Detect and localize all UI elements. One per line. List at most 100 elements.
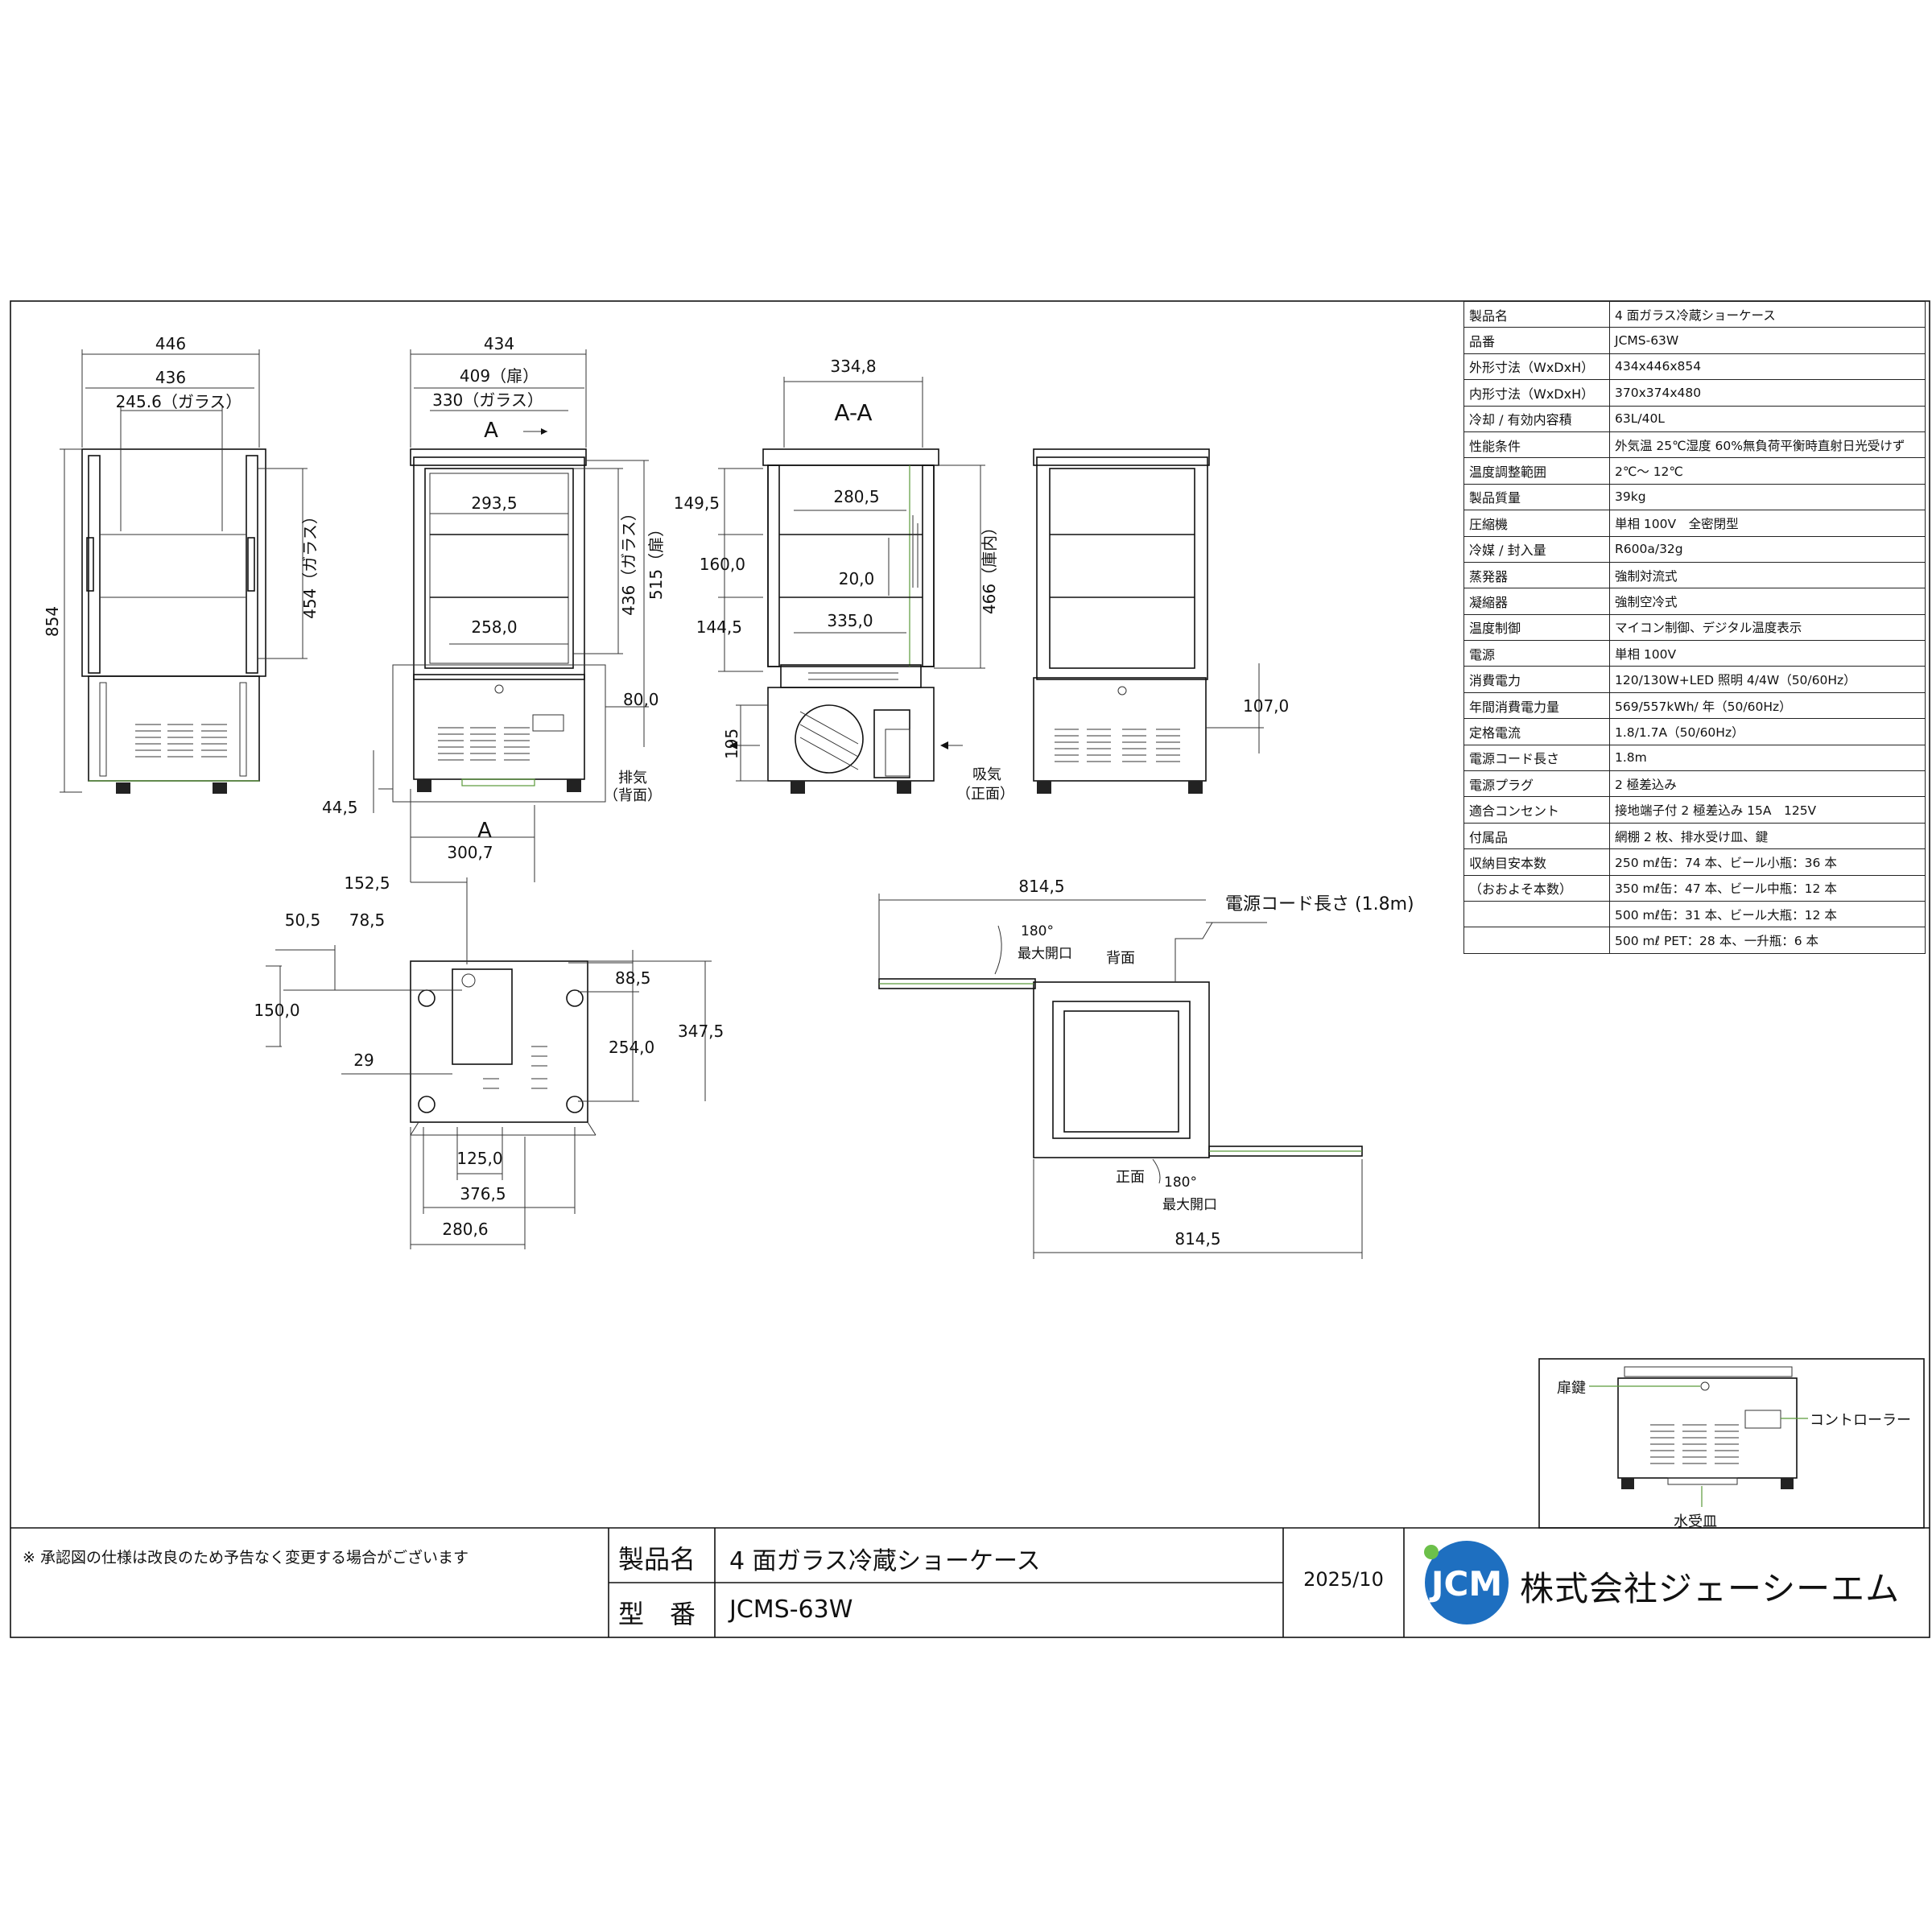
bottom-dim-88: 88,5 [615,968,651,988]
spec-value: 1.8/1.7A（50/60Hz） [1609,718,1926,745]
spec-key: 温度調整範囲 [1463,457,1610,485]
front-section-mark-top: A [484,419,498,443]
front-dim-80: 80,0 [623,690,659,709]
spec-row: 500 mℓ PET：28 本、一升瓶：6 本 [1463,927,1926,954]
front-view: 434 409（扉） 330（ガラス） A 293,5 258,0 436（ガラ… [322,334,666,882]
spec-value: R600a/32g [1609,535,1926,563]
spec-key [1463,927,1610,954]
front-dim-door-width: 409（扉） [460,366,539,386]
spec-row: 凝縮器強制空冷式 [1463,588,1926,615]
spec-key: 製品名 [1463,300,1610,328]
company-name: 株式会社ジェーシーエム [1520,1569,1901,1608]
front-dim-glass-width: 330（ガラス） [432,390,543,410]
spec-row: 温度制御マイコン制御、デジタル温度表示 [1463,613,1926,642]
spec-value: 500 mℓ缶：31 本、ビール大瓶：12 本 [1609,900,1926,928]
spec-key: 凝縮器 [1463,588,1610,615]
front-dim-door-height: 515（扉） [646,521,666,600]
spec-value: 強制空冷式 [1609,588,1926,615]
side-dim-854: 854 [43,606,62,637]
top-dim-814-lower: 814,5 [1174,1229,1220,1249]
bottom-dim-152: 152,5 [344,873,390,893]
bottom-dim-125: 125,0 [456,1149,502,1168]
spec-key: 定格電流 [1463,718,1610,745]
front-dim-300: 300,7 [447,843,493,862]
side-dim-glass-height: 454（ガラス） [300,508,320,619]
spec-key: 内形寸法（WxDxH） [1463,379,1610,407]
spec-value: 単相 100V 全密閉型 [1609,510,1926,537]
exhaust-sub-label: （背面） [604,787,662,804]
spec-row: （おおよそ本数）350 mℓ缶：47 本、ビール中瓶：12 本 [1463,874,1926,902]
spec-row: 性能条件外気温 25℃湿度 60%無負荷平衡時直射日光受けず [1463,431,1926,459]
spec-key: 付属品 [1463,822,1610,850]
max-open-label-front: 最大開口 [1162,1197,1217,1213]
bottom-dim-280: 280,6 [442,1220,488,1239]
section-dim-20: 20,0 [839,569,875,588]
back-view: 107,0 [1033,448,1289,794]
spec-key: 適合コンセント [1463,796,1610,824]
spec-value: 1.8m [1609,744,1926,772]
spec-key: 性能条件 [1463,431,1610,459]
spec-row: 電源単相 100V [1463,640,1926,667]
spec-key: 収納目安本数 [1463,848,1610,876]
side-dim-446: 446 [155,334,186,353]
front-dim-shelf-upper: 293,5 [471,493,517,513]
section-dim-334: 334,8 [830,357,876,376]
detail-view: 扉鍵 コントローラー 水受皿 [1538,1358,1925,1530]
model-value: JCMS-63W [729,1596,853,1624]
back-dim-107: 107,0 [1243,696,1289,716]
section-dim-149: 149,5 [674,493,720,513]
title-block-lines [608,1528,1405,1637]
side-dim-436: 436 [155,368,186,387]
spec-key: 消費電力 [1463,666,1610,693]
top-view: 814,5 814,5 電源コード長さ (1.8m) 180° 最大開口 背面 … [878,877,1414,1259]
section-dim-466: 466（庫内） [980,519,999,614]
spec-key: 電源 [1463,640,1610,667]
spec-value: マイコン制御、デジタル温度表示 [1609,613,1926,642]
section-dim-195: 195 [722,729,741,759]
intake-label: 吸気 [972,766,1001,783]
model-label: 型 番 [618,1599,696,1629]
front-section-mark-bottom: A [477,819,492,843]
front-dim-glass-height: 436（ガラス） [619,505,638,616]
front-dim-shelf-lower: 258,0 [471,617,517,637]
bottom-view: 152,5 50,5 78,5 150,0 29 88,5 254,0 347,… [254,873,724,1249]
drip-tray-label: 水受皿 [1674,1513,1717,1530]
spec-key: 品番 [1463,327,1610,354]
spec-value: 120/130W+LED 照明 4/4W（50/60Hz） [1609,666,1926,693]
side-view: 446 436 245.6（ガラス） 454（ガラス） 854 [43,334,320,794]
spec-row: 適合コンセント接地端子付 2 極差込み 15A 125V [1463,796,1926,824]
bottom-dim-254: 254,0 [609,1038,654,1057]
bottom-dim-150: 150,0 [254,1001,299,1020]
spec-key: 電源コード長さ [1463,744,1610,772]
section-dim-335: 335,0 [827,611,873,630]
section-view: 334,8 A-A 149,5 160,0 144,5 280,5 20,0 3… [674,357,1014,803]
spec-value: 370x374x480 [1609,379,1926,407]
spec-value: 強制対流式 [1609,561,1926,589]
spec-row: 内形寸法（WxDxH）370x374x480 [1463,379,1926,407]
spec-row: 圧縮機単相 100V 全密閉型 [1463,510,1926,537]
door-key-label: 扉鍵 [1557,1380,1586,1397]
spec-key: 冷媒 / 封入量 [1463,535,1610,563]
spec-value: 63L/40L [1609,405,1926,432]
side-dim-glass-width: 245.6（ガラス） [116,392,242,411]
spec-value: 外気温 25℃湿度 60%無負荷平衡時直射日光受けず [1609,431,1926,459]
bottom-dim-376: 376,5 [460,1184,506,1203]
bottom-dim-78: 78,5 [349,910,386,930]
product-name-label: 製品名 [618,1544,696,1575]
company-logo: JCM [1424,1541,1509,1624]
spec-key: 電源プラグ [1463,770,1610,798]
section-dim-280: 280,5 [833,487,879,506]
logo-text: JCM [1429,1564,1502,1604]
spec-value: 569/557kWh/ 年（50/60Hz） [1609,691,1926,720]
back-side-label: 背面 [1106,950,1135,967]
spec-key: 圧縮機 [1463,510,1610,537]
front-dim-44: 44,5 [322,798,358,817]
section-dim-144: 144,5 [696,617,742,637]
